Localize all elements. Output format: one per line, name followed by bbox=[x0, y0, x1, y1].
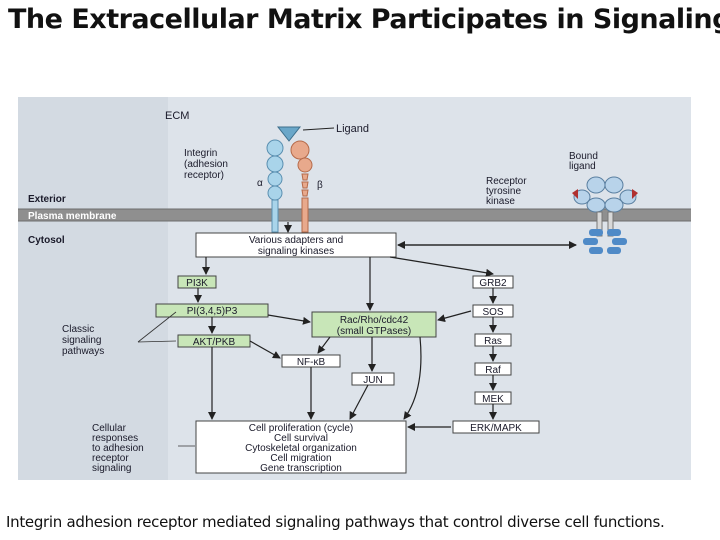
classic-bracket-bottom bbox=[137, 340, 177, 343]
erk-label: ERK/MAPK bbox=[470, 423, 522, 434]
classic-pathways-1: Classic bbox=[62, 324, 94, 335]
response-1: Cell proliferation (cycle) bbox=[249, 423, 353, 434]
sos-label: SOS bbox=[482, 307, 503, 318]
akt-label: AKT/PKB bbox=[193, 337, 236, 348]
arrow-adapters-to-grb2 bbox=[389, 256, 494, 277]
cellular-responses-box bbox=[195, 420, 407, 474]
integrin-label-1: Integrin bbox=[184, 148, 217, 159]
figure-caption: Integrin adhesion receptor mediated sign… bbox=[6, 513, 665, 531]
alpha-label: α bbox=[257, 178, 263, 189]
response-2: Cell survival bbox=[274, 433, 328, 444]
ras-label: Ras bbox=[484, 336, 502, 347]
arrow-rac-to-responses bbox=[403, 336, 422, 420]
adapters-line-1: Various adapters and bbox=[249, 235, 343, 246]
arrow-jun-to-responses bbox=[349, 384, 369, 420]
adapters-line-2: signaling kinases bbox=[258, 246, 334, 257]
exterior-label: Exterior bbox=[28, 194, 66, 205]
pip3-label: PI(3,4,5)P3 bbox=[187, 306, 238, 317]
cellular-responses-label-2: responses bbox=[92, 433, 138, 444]
receptor-tyrosine-kinase bbox=[572, 176, 638, 254]
ligand-shape bbox=[276, 126, 302, 142]
cellular-responses-label-5: signaling bbox=[92, 463, 131, 474]
pi3k-box bbox=[177, 275, 217, 289]
jun-label: JUN bbox=[363, 375, 382, 386]
response-3: Cytoskeletal organization bbox=[245, 443, 357, 454]
grb2-label: GRB2 bbox=[479, 278, 507, 289]
arrow-akt-to-nfkb bbox=[249, 340, 281, 359]
beta-label: β bbox=[317, 180, 323, 191]
classic-bracket-top bbox=[137, 311, 177, 343]
arrow-sos-to-rac bbox=[437, 310, 472, 323]
raf-label: Raf bbox=[485, 365, 501, 376]
classic-pathways-2: signaling bbox=[62, 335, 101, 346]
cellular-responses-label-3: to adhesion bbox=[92, 443, 144, 454]
response-4: Cell migration bbox=[270, 453, 331, 464]
bound-ligand-label-2: ligand bbox=[569, 161, 596, 172]
cytosol-label: Cytosol bbox=[28, 235, 65, 246]
figure-left-panel bbox=[18, 97, 168, 480]
integrin-label-3: receptor) bbox=[184, 170, 224, 181]
cellular-responses-label-1: Cellular bbox=[92, 423, 127, 434]
receptor-label-2: tyrosine bbox=[486, 186, 521, 197]
bound-ligand-label-1: Bound bbox=[569, 151, 598, 162]
integrin-alpha-chain bbox=[266, 139, 284, 233]
plasma-membrane-label: Plasma membrane bbox=[28, 211, 117, 222]
ecm-label: ECM bbox=[165, 110, 189, 122]
plasma-membrane-band bbox=[18, 209, 691, 221]
integrin-label-2: (adhesion bbox=[184, 159, 228, 170]
rac-label-1: Rac/Rho/cdc42 bbox=[340, 315, 409, 326]
rac-rho-box bbox=[311, 311, 437, 338]
mek-label: MEK bbox=[482, 394, 504, 405]
erk-box bbox=[452, 420, 540, 434]
receptor-label-3: kinase bbox=[486, 196, 515, 207]
arrow-rac-to-nfkb bbox=[317, 336, 331, 354]
jun-box bbox=[351, 372, 395, 386]
arrow-pip3-to-rac bbox=[267, 314, 311, 325]
classic-pathways-3: pathways bbox=[62, 346, 104, 357]
response-5: Gene transcription bbox=[260, 463, 342, 474]
adapters-box bbox=[195, 232, 397, 258]
ligand-pointer bbox=[302, 127, 335, 131]
receptor-label-1: Receptor bbox=[486, 176, 527, 187]
slide-title: The Extracellular Matrix Participates in… bbox=[8, 4, 720, 35]
nfkb-label: NF-κB bbox=[297, 357, 326, 368]
ligand-label: Ligand bbox=[336, 123, 369, 135]
pi3k-label: PI3K bbox=[186, 278, 208, 289]
rac-label-2: (small GTPases) bbox=[337, 326, 411, 337]
cellular-responses-label-4: receptor bbox=[92, 453, 129, 464]
integrin-beta-chain bbox=[290, 140, 313, 233]
